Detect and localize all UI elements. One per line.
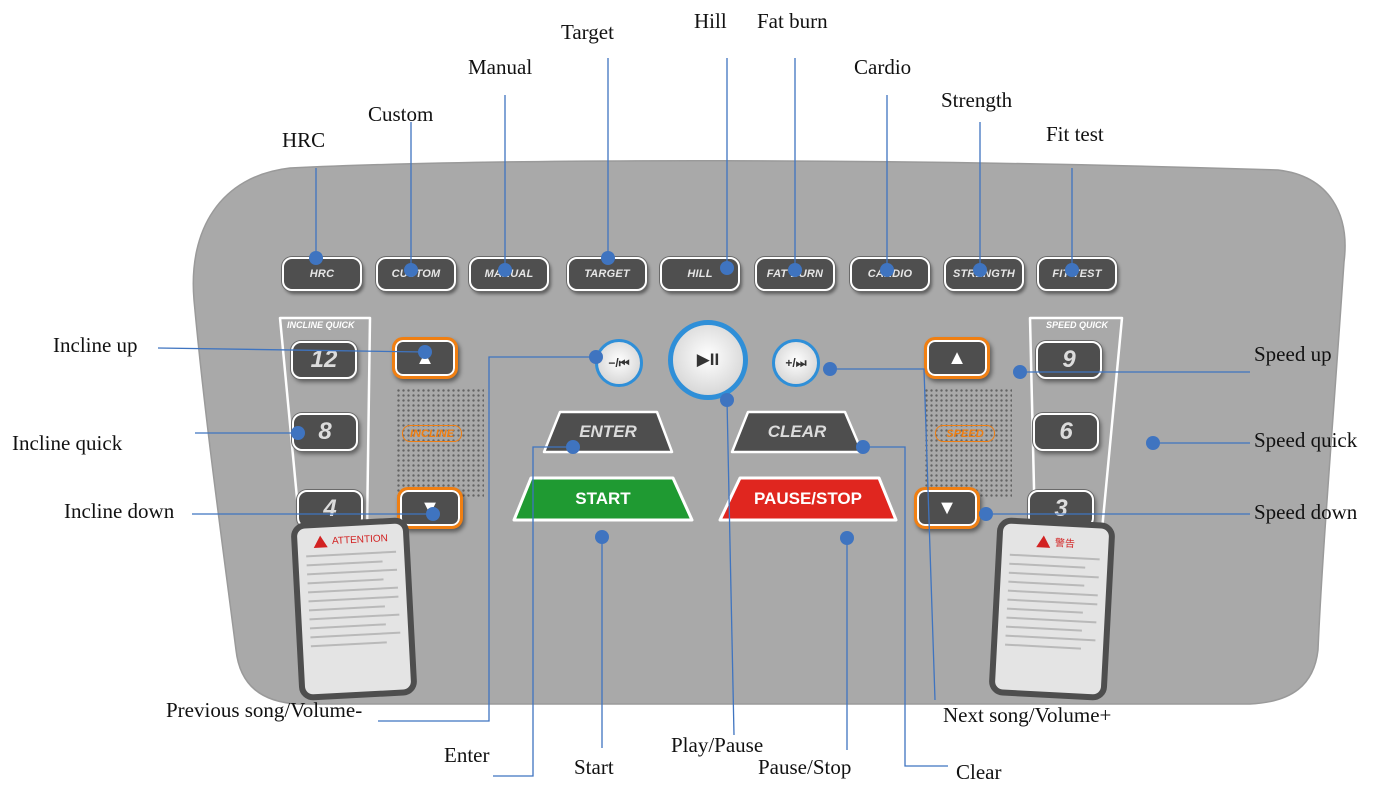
label-hrc: HRC <box>282 128 326 152</box>
start-button-label: START <box>575 489 631 508</box>
program-button-fat-burn[interactable]: FAT BURN <box>755 257 835 291</box>
label-speed-down: Speed down <box>1254 500 1358 524</box>
attention-card-right-header: 警告 <box>1002 531 1109 552</box>
label-fit-test: Fit test <box>1046 122 1104 146</box>
warning-triangle-icon <box>1035 534 1051 548</box>
program-button-target[interactable]: TARGET <box>567 257 647 291</box>
label-strength: Strength <box>941 88 1013 112</box>
label-fat-burn: Fat burn <box>757 9 828 33</box>
attention-card-left-header: ATTENTION <box>297 531 403 549</box>
speed-quick-9-button[interactable]: 9 <box>1036 341 1102 379</box>
label-previous-song-volume-down: Previous song/Volume- <box>166 698 363 722</box>
label-cardio: Cardio <box>854 55 912 79</box>
play-pause-button[interactable]: ▶II <box>668 320 748 400</box>
label-clear: Clear <box>956 760 1002 784</box>
attention-card-left: ATTENTION <box>290 517 418 701</box>
speed-tag: SPEED <box>935 425 995 442</box>
next-song-volume-up-button[interactable]: +/⏭ <box>772 339 820 387</box>
incline-quick-title: INCLINE QUICK <box>287 320 355 330</box>
attention-card-right: 警告 <box>988 517 1116 701</box>
incline-tag: INCLINE <box>402 425 462 442</box>
program-button-manual[interactable]: MANUAL <box>469 257 549 291</box>
label-pause-stop: Pause/Stop <box>758 755 852 779</box>
label-enter: Enter <box>444 743 490 767</box>
label-hill: Hill <box>694 9 727 33</box>
label-manual: Manual <box>468 55 533 79</box>
speed-down-button[interactable]: ▼ <box>914 487 980 529</box>
enter-button-label: ENTER <box>579 422 637 441</box>
label-start: Start <box>574 755 614 779</box>
incline-up-button[interactable]: ▲ <box>392 337 458 379</box>
label-speed-up: Speed up <box>1254 342 1332 366</box>
previous-song-volume-down-button[interactable]: −/⏮ <box>595 339 643 387</box>
incline-quick-12-button[interactable]: 12 <box>291 341 357 379</box>
right-speaker-grille <box>924 388 1012 498</box>
incline-down-button[interactable]: ▼ <box>397 487 463 529</box>
attention-card-left-title: ATTENTION <box>331 532 389 547</box>
label-incline-down: Incline down <box>64 499 175 523</box>
program-button-custom[interactable]: CUSTOM <box>376 257 456 291</box>
label-incline-up: Incline up <box>53 333 138 357</box>
label-incline-quick: Incline quick <box>12 431 123 455</box>
speed-quick-6-button[interactable]: 6 <box>1033 413 1099 451</box>
program-button-cardio[interactable]: CARDIO <box>850 257 930 291</box>
program-button-hill[interactable]: HILL <box>660 257 740 291</box>
label-target: Target <box>561 20 614 44</box>
incline-quick-8-button[interactable]: 8 <box>292 413 358 451</box>
clear-button-label: CLEAR <box>767 422 827 441</box>
label-speed-quick: Speed quick <box>1254 428 1358 452</box>
attention-card-right-title: 警告 <box>1054 538 1076 551</box>
program-button-strength[interactable]: STRENGTH <box>944 257 1024 291</box>
label-next-song-volume-up: Next song/Volume+ <box>943 703 1112 727</box>
label-custom: Custom <box>368 102 434 126</box>
pause-stop-button-label: PAUSE/STOP <box>753 489 862 508</box>
speed-up-button[interactable]: ▲ <box>924 337 990 379</box>
left-speaker-grille <box>396 388 484 498</box>
label-play-pause: Play/Pause <box>671 733 764 757</box>
program-button-fit-test[interactable]: FIT TEST <box>1037 257 1117 291</box>
speed-quick-title: SPEED QUICK <box>1046 320 1109 330</box>
program-button-hrc[interactable]: HRC <box>282 257 362 291</box>
warning-triangle-icon <box>312 535 328 549</box>
